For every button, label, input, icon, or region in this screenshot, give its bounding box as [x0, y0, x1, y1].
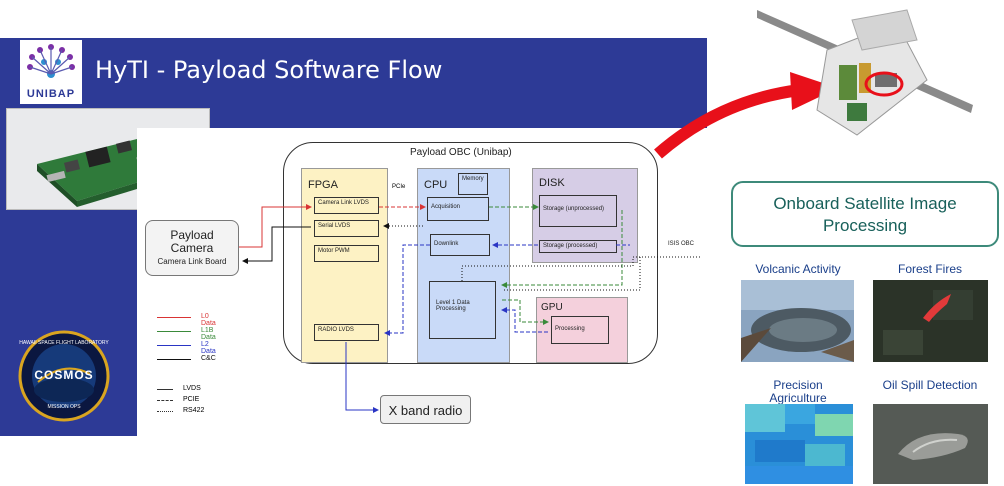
callout-line2: Processing: [822, 216, 908, 235]
disk-storage-unprocessed: Storage (unprocessed): [539, 195, 617, 227]
caption-volcanic: Volcanic Activity: [755, 262, 841, 276]
fpga-block: FPGA Camera Link LVDS Serial LVDS Motor …: [301, 168, 388, 363]
oil-spill-image: [873, 404, 988, 484]
edge-isis-cc: [461, 256, 700, 282]
payload-obc-title: Payload OBC (Unibap): [410, 147, 512, 158]
red-arrow: [654, 72, 838, 159]
cosmos-badge-ring: HAWAII SPACE FLIGHT LABORATORY: [19, 340, 109, 346]
edge-downlink-to-radio: [384, 244, 430, 336]
diagram-connections: [239, 204, 700, 413]
edge-camera-to-cl-lvds: [239, 204, 312, 248]
xband-radio-block: X band radio: [380, 395, 471, 424]
caption-agriculture: Precision Agriculture: [769, 378, 827, 405]
unibap-logo: UNIBAP: [20, 40, 82, 104]
cpu-block: CPU Memory Acquisition Downlink Level 1 …: [417, 168, 510, 363]
logo-text: UNIBAP: [26, 88, 76, 100]
cosmos-badge-text: COSMOS: [34, 368, 94, 382]
edge-isis-l1: [504, 257, 641, 291]
satellite-illustration: [755, 5, 973, 155]
cosmos-badge-bottom: MISSION OPS: [47, 404, 81, 410]
cpu-title: CPU: [424, 179, 448, 191]
disk-storage-processed: Storage (processed): [539, 240, 617, 253]
disk-block: DISK Storage (unprocessed) Storage (proc…: [532, 168, 638, 263]
edge-gpu-to-l1: [501, 307, 548, 333]
payload-camera-line1: Payload: [170, 228, 214, 242]
caption-fires: Forest Fires: [897, 262, 962, 276]
gpu-block: GPU Processing: [536, 297, 628, 363]
callout-line1: Onboard Satellite Image: [773, 194, 957, 213]
slide-title: HyTI - Payload Software Flow: [95, 56, 443, 84]
cosmos-badge-icon: [18, 330, 110, 422]
gpu-processing: Processing: [551, 316, 609, 344]
cpu-level1-processing: Level 1 Data Processing: [429, 281, 496, 339]
cpu-acquisition: Acquisition: [427, 197, 489, 221]
cpu-downlink: Downlink: [430, 234, 490, 256]
payload-camera-block: Payload Camera Camera Link Board: [145, 220, 239, 276]
fpga-motor-pwm: Motor PWM: [314, 245, 379, 262]
onboard-processing-callout: Onboard Satellite Image Processing: [731, 181, 999, 247]
payload-camera-subtitle: Camera Link Board: [157, 257, 227, 266]
fpga-radio-lvds: RADIO LVDS: [314, 324, 379, 341]
gpu-title: GPU: [541, 302, 563, 313]
payload-camera-line2: Camera: [170, 241, 214, 255]
edge-serial-to-camera: [242, 226, 311, 264]
cosmos-badge: COSMOS HAWAII SPACE FLIGHT LABORATORY MI…: [18, 330, 110, 422]
isis-obc-label: ISIS OBC: [668, 241, 695, 247]
fpga-camera-link-lvds: Camera Link LVDS: [314, 197, 379, 214]
cpu-memory: Memory: [458, 173, 488, 195]
pcie-label: PCIe: [392, 184, 406, 190]
forest-fire-image: [873, 280, 988, 362]
edge-radio-to-xband: [345, 342, 379, 413]
agriculture-image: [745, 404, 853, 484]
diagram-legend: L0 Data L1B Data L2 Data C&C LVDS PCIE R…: [157, 305, 267, 425]
volcanic-image: [741, 280, 854, 362]
fpga-title: FPGA: [308, 179, 338, 191]
edge-storage-to-l1: [501, 210, 623, 288]
disk-title: DISK: [539, 177, 565, 189]
caption-oil-spill: Oil Spill Detection: [882, 378, 978, 392]
edge-l1-to-gpu: [502, 299, 549, 325]
unibap-logo-icon: [27, 44, 75, 78]
fpga-serial-lvds: Serial LVDS: [314, 220, 379, 237]
